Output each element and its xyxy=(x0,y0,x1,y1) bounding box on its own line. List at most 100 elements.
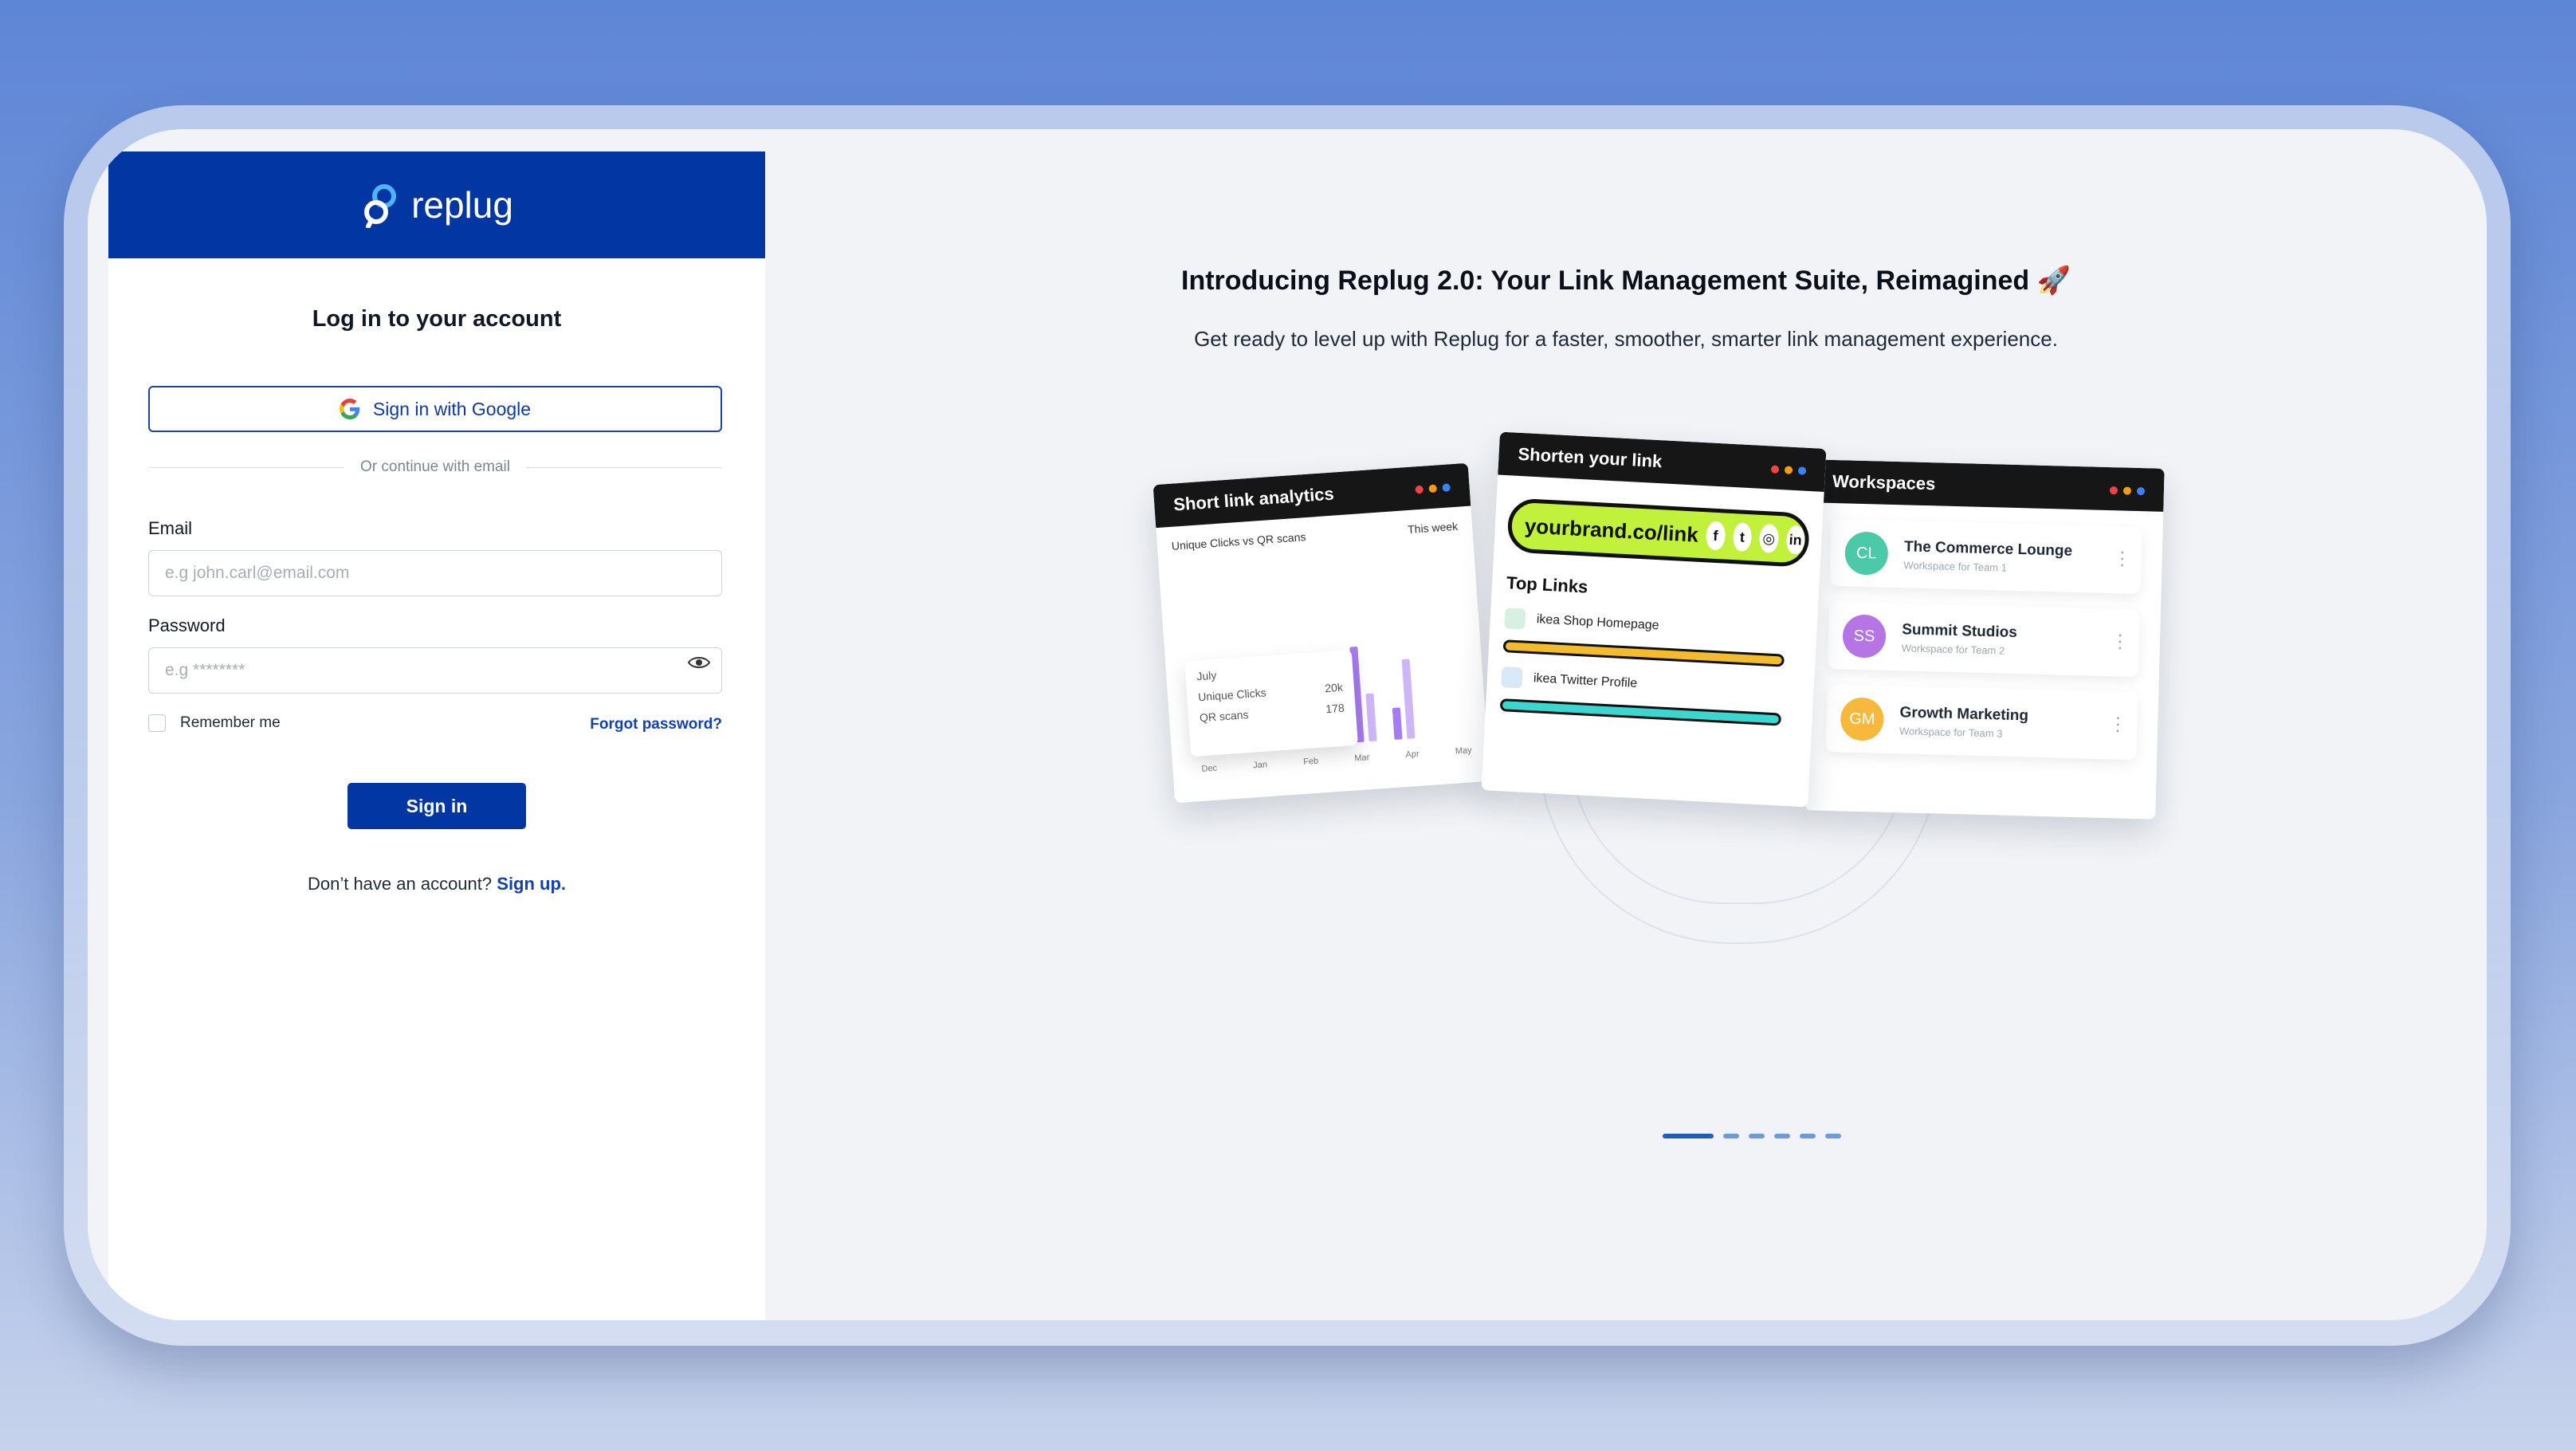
top-link-label: ikea Twitter Profile xyxy=(1533,671,1638,691)
top-link-label: ikea Shop Homepage xyxy=(1536,612,1659,633)
workspaces-card-title: Workspaces xyxy=(1832,470,1936,494)
brand-header: replug xyxy=(108,151,765,258)
remember-checkbox[interactable] xyxy=(148,714,166,732)
facebook-icon: f xyxy=(1705,521,1726,551)
login-title: Log in to your account xyxy=(312,306,562,332)
tooltip-row: Unique Clicks 20k xyxy=(1198,681,1344,704)
window-dot xyxy=(1442,483,1451,492)
signup-link[interactable]: Sign up. xyxy=(497,874,567,894)
window-dot xyxy=(1428,484,1438,493)
analytics-tooltip: July Unique Clicks 20k QR scans 178 xyxy=(1184,649,1358,757)
window-dot xyxy=(2136,486,2146,496)
app-window: replug Log in to your account Sign in wi… xyxy=(88,129,2487,1320)
password-label: Password xyxy=(148,615,226,635)
pager-dot[interactable] xyxy=(1749,1134,1765,1138)
window-dots xyxy=(1415,483,1451,494)
x-axis-label: Jan xyxy=(1252,760,1268,771)
link-favicon-icon xyxy=(1504,608,1526,630)
more-options-icon: ··· xyxy=(2114,706,2122,741)
window-dot xyxy=(1797,466,1807,475)
x-axis-label: Mar xyxy=(1354,753,1370,764)
signin-button[interactable]: Sign in xyxy=(348,783,526,829)
more-options-icon: ··· xyxy=(2119,541,2126,576)
link-favicon-icon xyxy=(1501,667,1523,689)
x-axis-label: May xyxy=(1455,745,1473,757)
remember-label: Remember me xyxy=(180,714,281,731)
divider-line xyxy=(525,466,722,468)
x-axis-label: Apr xyxy=(1405,749,1420,760)
email-label: Email xyxy=(148,518,193,538)
workspace-subtitle: Workspace for Team 2 xyxy=(1901,641,2005,657)
analytics-card-title: Short link analytics xyxy=(1172,483,1335,515)
feature-illustration: Short link analytics Unique Clicks vs QR… xyxy=(1092,416,2287,1038)
tooltip-value: 178 xyxy=(1325,701,1345,716)
pager-dot[interactable] xyxy=(1723,1134,1739,1138)
pager-dot[interactable] xyxy=(1774,1134,1790,1138)
unique-clicks-bar xyxy=(1392,707,1403,740)
tooltip-value: 20k xyxy=(1324,680,1344,695)
workspaces-card-header: Workspaces xyxy=(1812,459,2165,512)
workspace-subtitle: Workspace for Team 3 xyxy=(1899,724,2003,740)
workspace-name: Growth Marketing xyxy=(1899,703,2029,724)
workspace-avatar: CL xyxy=(1844,531,1889,576)
analytics-period: This week xyxy=(1407,519,1459,537)
workspace-item: GM Growth Marketing Workspace for Team 3… xyxy=(1825,684,2138,761)
forgot-password-link[interactable]: Forgot password? xyxy=(590,716,722,733)
remember-me: Remember me xyxy=(148,714,281,732)
workspace-avatar: SS xyxy=(1842,614,1887,659)
tooltip-month: July xyxy=(1196,668,1217,683)
workspace-name: The Commerce Lounge xyxy=(1903,537,2073,560)
workspaces-card: Workspaces CL The Commerce Lounge Worksp… xyxy=(1804,459,2165,820)
tooltip-label: QR scans xyxy=(1199,708,1249,725)
shorten-card-header: Shorten your link xyxy=(1498,431,1827,492)
google-signin-button[interactable]: Sign in with Google xyxy=(148,386,722,432)
window-dot xyxy=(1415,485,1424,494)
email-input[interactable] xyxy=(148,550,722,596)
email-divider: Or continue with email xyxy=(148,458,722,477)
linkedin-icon: in xyxy=(1785,525,1806,555)
workspace-item: SS Summit Studios Workspace for Team 2 ·… xyxy=(1827,601,2141,678)
password-input[interactable] xyxy=(148,647,722,694)
carousel-pager xyxy=(1663,1134,1841,1138)
workspace-item: CL The Commerce Lounge Workspace for Tea… xyxy=(1829,518,2142,595)
workspace-avatar: GM xyxy=(1840,697,1885,741)
brand-logo[interactable]: replug xyxy=(360,182,513,228)
shorten-card-title: Shorten your link xyxy=(1517,443,1663,472)
hero-subtitle: Get ready to level up with Replug for a … xyxy=(1194,327,2058,351)
login-panel: replug Log in to your account Sign in wi… xyxy=(108,151,765,1320)
more-options-icon: ··· xyxy=(2116,623,2124,659)
pager-dot[interactable] xyxy=(1800,1134,1816,1138)
show-password-icon[interactable] xyxy=(687,655,711,670)
bar-pair xyxy=(1389,659,1416,740)
x-axis-label: Dec xyxy=(1201,763,1218,774)
top-link-progress-bar xyxy=(1499,698,1782,726)
twitter-icon: t xyxy=(1732,522,1753,552)
tooltip-label: Unique Clicks xyxy=(1197,686,1267,704)
pager-dot[interactable] xyxy=(1825,1134,1841,1138)
no-account-text: Don’t have an account? xyxy=(307,874,493,894)
hero-title: Introducing Replug 2.0: Your Link Manage… xyxy=(1181,265,2071,296)
window-dot xyxy=(1770,465,1780,474)
instagram-icon: ◎ xyxy=(1758,523,1779,554)
window-dot xyxy=(2109,486,2119,495)
analytics-subtitle: Unique Clicks vs QR scans xyxy=(1171,530,1306,552)
qr-scans-bar xyxy=(1365,693,1377,742)
workspace-name: Summit Studios xyxy=(1902,620,2018,641)
signup-prompt: Don’t have an account? Sign up. xyxy=(108,874,765,895)
pager-dot[interactable] xyxy=(1663,1134,1714,1138)
google-signin-label: Sign in with Google xyxy=(372,398,532,419)
divider-line xyxy=(148,466,345,468)
replug-logo-icon xyxy=(364,184,397,228)
google-icon xyxy=(339,399,360,419)
workspace-subtitle: Workspace for Team 1 xyxy=(1903,558,2008,574)
brand-name: replug xyxy=(411,184,513,226)
window-dot xyxy=(2122,486,2132,495)
x-axis-label: Feb xyxy=(1302,756,1319,767)
divider-text: Or continue with email xyxy=(360,458,510,475)
qr-scans-bar xyxy=(1401,659,1416,739)
tooltip-row: QR scans 178 xyxy=(1200,702,1345,725)
window-dot xyxy=(1784,466,1793,474)
window-dots xyxy=(2109,486,2146,496)
short-link-text: yourbrand.co/link xyxy=(1524,513,1699,547)
window-dots xyxy=(1770,465,1807,475)
